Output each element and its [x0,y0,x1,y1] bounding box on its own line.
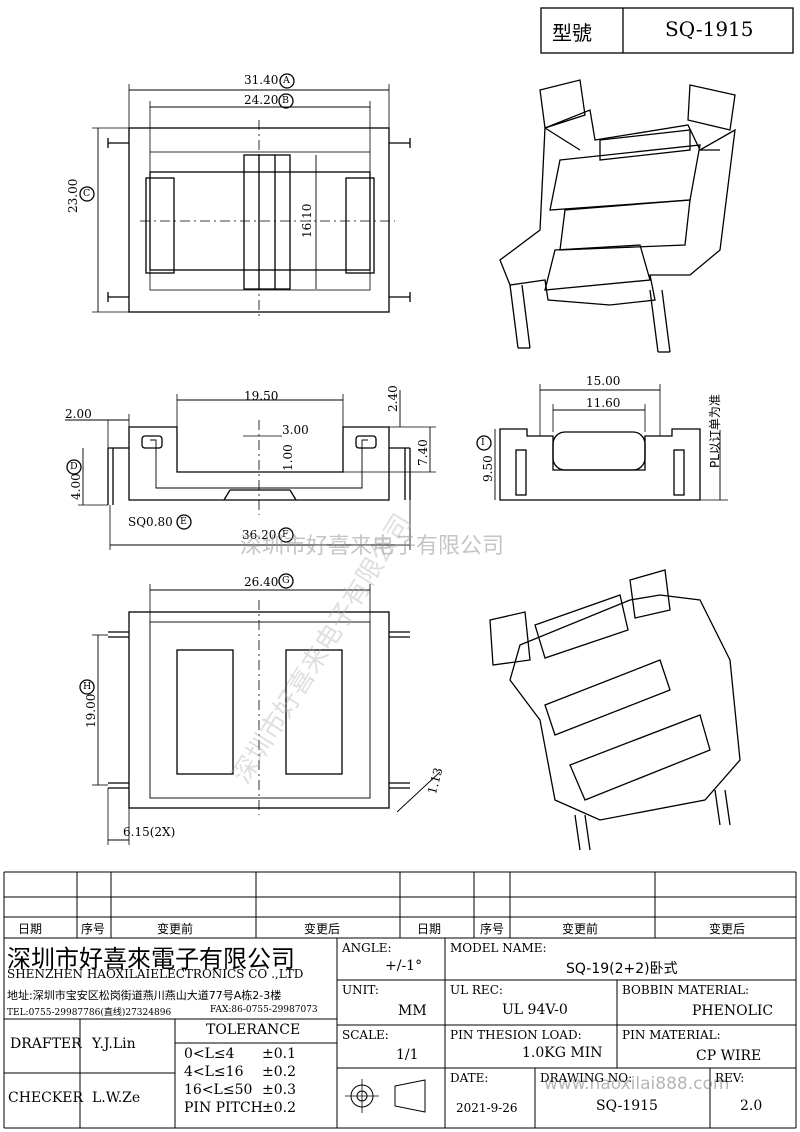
rev-no-header-2: 序号 [480,922,505,936]
rev-value: 2.0 [740,1098,763,1114]
scale-value: 1/1 [396,1047,419,1063]
dim-d-value: 4.00 [69,473,83,500]
dim-h-value: 19.00 [84,693,98,728]
angle-label: ANGLE: [342,941,392,955]
dim-inner-value: 16.10 [300,203,314,238]
tolerance-value-2: ±0.2 [262,1064,296,1080]
checker-label: CHECKER [8,1090,84,1106]
drafter-name: Y.J.Lin [92,1036,136,1052]
rev-date-header-2: 日期 [417,922,442,936]
rev-before-header-1: 变更前 [157,922,194,936]
rev-after-header-2: 变更后 [709,922,746,936]
company-name-en: SHENZHEN HAOXILAIELECTRONICS CO .,LTD [7,967,304,981]
dim-top-value: 2.40 [386,385,400,412]
top-view [79,73,411,320]
tolerance-value-4: ±0.2 [262,1100,296,1116]
tolerance-value-3: ±0.3 [262,1082,296,1098]
dim-c-value: 23.00 [66,178,80,213]
pin-material-value: CP WIRE [696,1048,762,1064]
date-label: DATE: [450,1071,489,1085]
bobbin-label: BOBBIN MATERIAL: [622,983,750,997]
model-header-box [540,7,794,54]
pin-material-label: PIN MATERIAL: [622,1028,721,1042]
title-block-grid [4,938,796,1129]
rev-label: REV: [715,1071,745,1085]
ref-d-label: D [70,461,78,472]
pl-note: PL以订单为准 [708,394,722,468]
bobbin-value: PHENOLIC [692,1003,774,1019]
rev-date-header-1: 日期 [18,922,43,936]
side-dim-inner: 11.60 [586,396,621,410]
side-view [476,384,728,501]
tolerance-value-1: ±0.1 [262,1046,296,1062]
drawing-no-label: DRAWING NO: [540,1071,633,1085]
tolerance-range-4: PIN PITCH [184,1100,263,1116]
dim-b-value: 24.20 [244,93,279,107]
side-dim-outer: 15.00 [586,374,621,388]
scale-label: SCALE: [342,1028,389,1042]
angle-value: +/-1° [385,958,423,974]
dim-step-value: 1.00 [281,444,295,471]
dim-g-value: 26.40 [244,575,279,589]
company-name-cn: 深圳市好喜來電子有限公司 [7,945,295,973]
isometric-view-bottom [489,569,741,851]
company-tel: TEL:0755-29987786(直线)27324896 [7,1008,172,1018]
dim-left-value: 2.00 [65,407,92,421]
dim-height-value: 7.40 [416,439,430,466]
ref-i-label: I [481,437,485,448]
ref-c-label: C [83,188,91,199]
unit-value: MM [398,1003,427,1019]
pin-load-label: PIN THESION LOAD: [450,1028,582,1042]
watermark-url: www.haoxilai888.com [544,1074,730,1094]
model-label: 型號 [552,21,592,45]
dim-f-value: 36.20 [242,528,277,542]
ref-h-label: H [83,681,92,692]
ref-b-label: B [282,95,289,106]
unit-label: UNIT: [342,983,379,997]
pin-size: SQ0.80 [128,515,173,529]
ref-a-label: A [283,75,290,86]
side-dim-height: 9.50 [481,455,495,482]
ref-g-label: G [282,575,290,586]
drafter-label: DRAFTER [10,1036,82,1052]
rev-after-header-1: 变更后 [304,922,341,936]
isometric-view-top [499,79,736,353]
ref-f-label: F [282,529,289,540]
tolerance-range-2: 4<L≤16 [184,1064,244,1080]
company-address: 地址:深圳市宝安区松岗街道燕川燕山大道77号A栋2-3楼 [7,989,282,1002]
tolerance-label: TOLERANCE [206,1022,301,1038]
watermark-text: 深圳市好喜来电子有限公司 [240,534,505,559]
dim-a-value: 31.40 [244,73,279,87]
dim-pitch-value: 6.15(2X) [123,825,176,839]
front-view [65,390,436,550]
date-value: 2021-9-26 [456,1101,518,1115]
ul-value: UL 94V-0 [502,1002,568,1018]
rev-before-header-2: 变更前 [562,922,599,936]
pin-load-value: 1.0KG MIN [522,1045,603,1061]
bottom-view [79,573,441,845]
company-fax: FAX:86-0755-29987073 [210,1005,318,1015]
revision-grid [3,871,797,1128]
checker-name: L.W.Ze [92,1090,141,1106]
dim-width-value: 19.50 [244,389,279,403]
dim-slot-value: 3.00 [282,423,309,437]
model-name-label: MODEL NAME: [450,941,547,955]
rev-no-header-1: 序号 [81,922,106,936]
tolerance-range-3: 16<L≤50 [184,1082,253,1098]
ul-label: UL REC: [450,983,503,997]
model-name-value: SQ-19(2+2)卧式 [566,961,678,977]
model-number: SQ-1915 [665,17,754,41]
ref-e-label: E [180,516,187,527]
drawing-no-value: SQ-1915 [596,1098,658,1114]
tolerance-range-1: 0<L≤4 [184,1046,235,1062]
